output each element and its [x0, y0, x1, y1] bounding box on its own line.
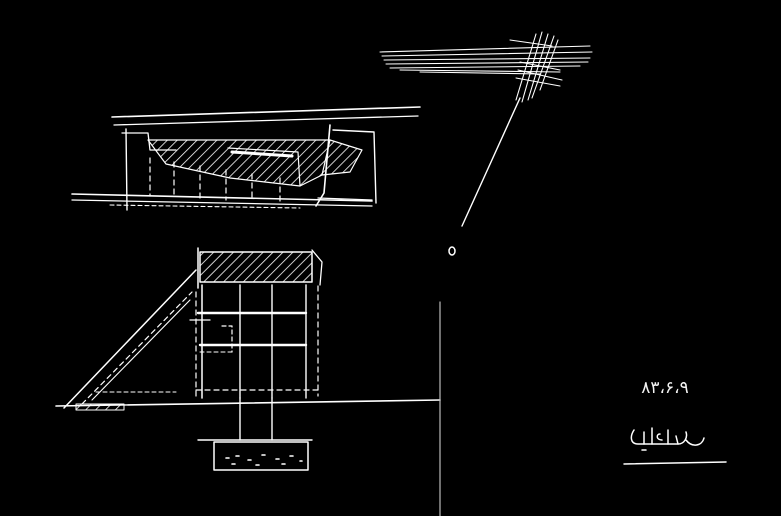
- top-section-sketch: [71, 106, 421, 211]
- star-burst-sketch: [379, 31, 593, 256]
- date-annotation: ۸۳،۶،۹: [641, 378, 689, 398]
- signature-mark: [622, 418, 732, 468]
- bottom-section-sketch: [55, 247, 441, 471]
